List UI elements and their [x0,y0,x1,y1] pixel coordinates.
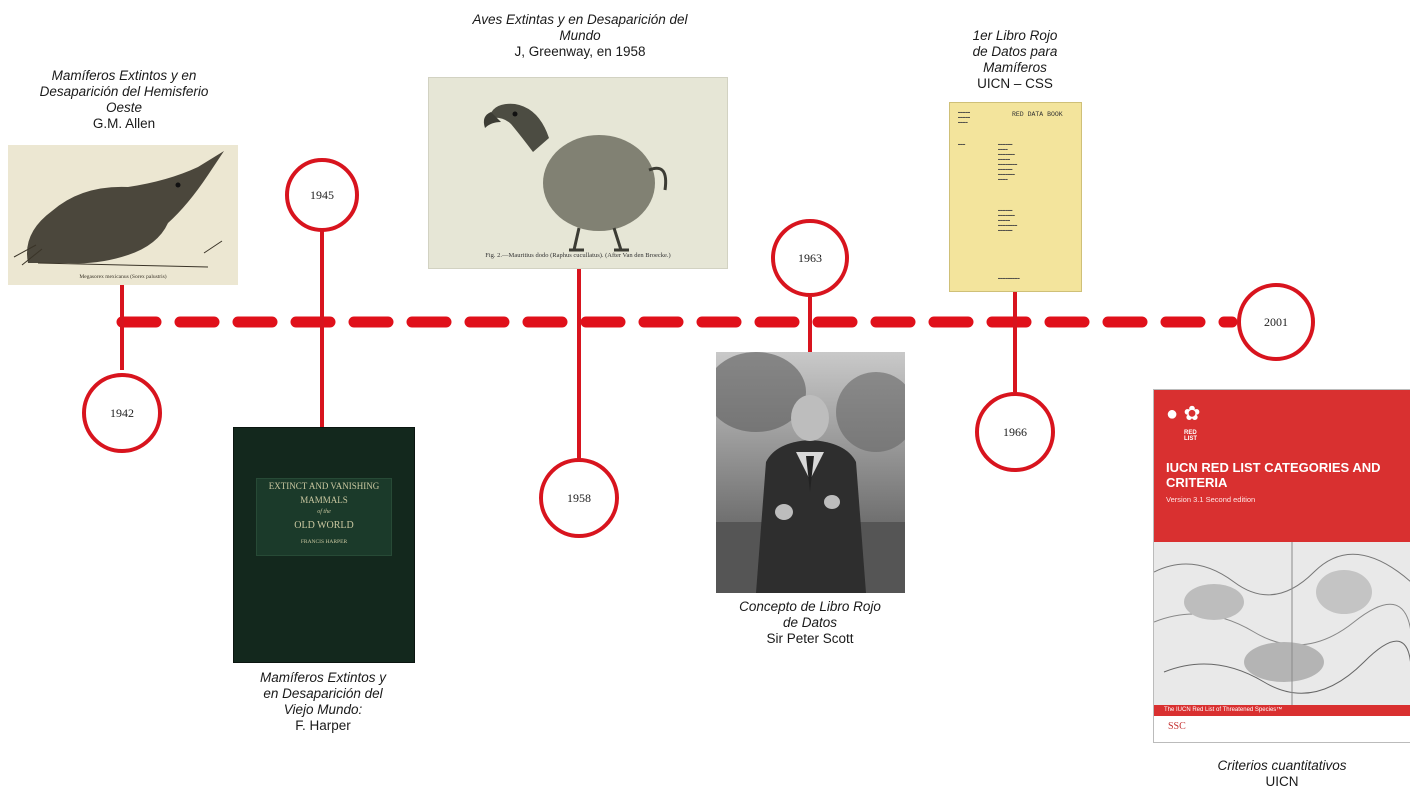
caption-1966-line3: Mamíferos [983,60,1047,75]
caption-1945-author: F. Harper [295,718,351,733]
caption-1958-line2: Mundo [559,28,601,43]
caption-2001-line1: Criterios cuantitativos [1217,758,1347,773]
peter-scott-photo [716,352,905,593]
caption-1945-line2: en Desaparición del [263,686,383,701]
year-label-1966: 1966 [1003,425,1027,439]
caption-1945-line3: Viejo Mundo: [283,702,363,717]
iucn-cover-subtitle: Version 3.1 Second edition [1166,495,1256,504]
caption-1966-line1: 1er Libro Rojo [972,28,1058,43]
year-label-1942: 1942 [110,406,134,420]
caption-1958: Aves Extintas y en Desaparición del Mund… [430,12,730,60]
harper-book-title-3: of the [317,509,331,515]
caption-1942: Mamíferos Extintos y en Desaparición del… [10,68,238,132]
caption-1963: Concepto de Libro Rojo de Datos Sir Pete… [700,599,920,647]
year-label-1958: 1958 [567,491,591,505]
svg-text:Megasorex mexicanus (Sorex pal: Megasorex mexicanus (Sorex palustris) [79,273,166,280]
caption-1966-author: UICN – CSS [977,76,1053,91]
iucn-ssc-mark: SSC [1168,721,1186,732]
year-label-1945: 1945 [310,188,334,202]
year-circle-1963: 1963 [771,219,849,297]
caption-1942-line3: Oeste [105,100,143,115]
year-circle-1958: 1958 [539,458,619,538]
caption-1945: Mamíferos Extintos y en Desaparición del… [228,670,418,734]
year-label-2001: 2001 [1264,315,1288,329]
harper-book-title-1: EXTINCT AND VANISHING [268,481,380,491]
harper-book-title-4: OLD WORLD [294,520,354,531]
dodo-illustration: Fig. 2.—Mauritius dodo (Raphus cucullatu… [428,77,728,269]
iucn-logo-text: RED LIST [1184,430,1197,442]
harper-book-title-2: MAMMALS [300,495,348,505]
year-label-1963: 1963 [798,251,822,265]
caption-1958-author: J, Greenway, en 1958 [514,44,646,59]
iucn-cover-header [1154,390,1410,542]
red-data-book-title: RED DATA BOOK [1012,111,1063,118]
harper-book-cover: EXTINCT AND VANISHING MAMMALS of the OLD… [233,427,415,663]
caption-1966-line2: de Datos para [972,44,1058,59]
iucn-cover-footer: The IUCN Red List of Threatened Species™ [1154,705,1410,716]
caption-2001-author: UICN [1265,774,1299,789]
caption-1942-line2: Desaparición del Hemisferio [39,84,209,99]
caption-1963-author: Sir Peter Scott [766,631,854,646]
caption-2001: Criterios cuantitativos UICN [1170,758,1394,790]
caption-1958-line1: Aves Extintas y en Desaparición del [472,12,688,27]
caption-1963-line1: Concepto de Libro Rojo [739,599,881,614]
red-data-book-cover: RED DATA BOOK ▬▬▬▬▬▬▬▬▬▬▬▬▬▬ ▬▬▬ ▬▬▬▬▬▬▬… [949,102,1082,292]
caption-1942-line1: Mamíferos Extintos y en [51,68,197,83]
dodo-figure-caption: Fig. 2.—Mauritius dodo (Raphus cucullatu… [485,252,671,259]
shrew-illustration: Megasorex mexicanus (Sorex palustris) [8,145,238,285]
caption-1963-line2: de Datos [782,615,838,630]
caption-1945-line1: Mamíferos Extintos y [259,670,387,685]
caption-1942-author: G.M. Allen [92,116,156,131]
year-circle-2001: 2001 [1237,283,1315,361]
caption-1966: 1er Libro Rojo de Datos para Mamíferos U… [925,28,1105,92]
iucn-cover-title: IUCN RED LIST CATEGORIES AND CRITERIA [1166,460,1381,490]
iucn-redlist-logo: ● ✿ [1166,403,1201,425]
iucn-red-list-cover: ● ✿ RED LIST IUCN RED LIST CATEGORIES AN… [1153,389,1410,743]
year-circle-1966: 1966 [975,392,1055,472]
year-circle-1942: 1942 [82,373,162,453]
year-circle-1945: 1945 [285,158,359,232]
harper-book-title-5: FRANCIS HARPER [300,539,348,545]
